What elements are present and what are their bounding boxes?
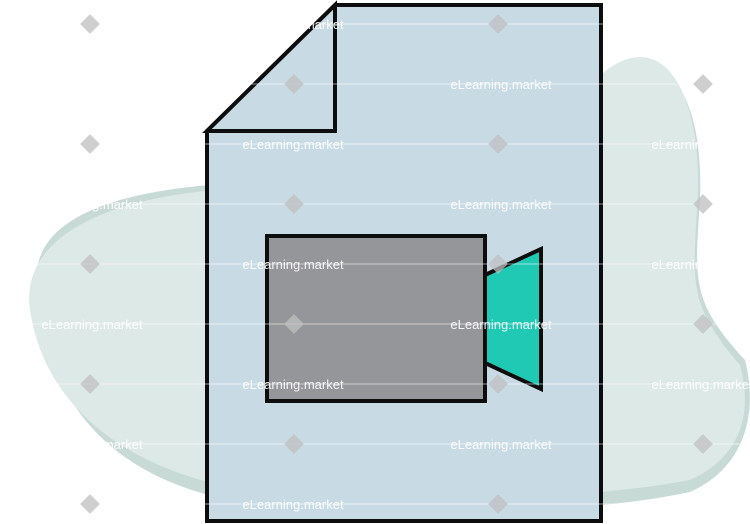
watermark-text: eLearning.market — [651, 497, 750, 512]
watermark-text: eLearning.market — [450, 317, 552, 332]
watermark-text: eLearning.market — [651, 137, 750, 152]
watermark-diamond-icon — [284, 194, 304, 214]
watermark-diamond-icon — [693, 314, 713, 334]
watermark-diamond-icon — [284, 314, 304, 334]
watermark-diamond-icon — [80, 134, 100, 154]
watermark-diamond-icon — [488, 254, 508, 274]
watermark-text: eLearning.market — [450, 437, 552, 452]
document-folded-corner — [202, 0, 337, 133]
watermark-diamond-icon — [693, 74, 713, 94]
watermark-text: eLearning.market — [651, 17, 750, 32]
watermark-text: eLearning.market — [651, 257, 750, 272]
watermark-text: eLearning.market — [450, 77, 552, 92]
watermark-diamond-icon — [488, 14, 508, 34]
watermark-diamond-icon — [284, 434, 304, 454]
watermark-text: eLearning.market — [242, 137, 344, 152]
watermark-diamond-icon — [80, 494, 100, 514]
camera-lens — [483, 245, 543, 393]
watermark-diamond-icon — [80, 374, 100, 394]
watermark-text: eLearning.market — [41, 197, 143, 212]
watermark-text: eLearning.market — [242, 377, 344, 392]
watermark-diamond-icon — [488, 374, 508, 394]
watermark-text: eLearning.market — [242, 257, 344, 272]
watermark-diamond-icon — [80, 14, 100, 34]
watermark-text: eLearning.market — [41, 317, 143, 332]
watermark-text: eLearning.market — [651, 377, 750, 392]
watermark-overlay: eLearning.market eLearning.market eLearnin… — [0, 14, 750, 514]
watermark-diamond-icon — [284, 74, 304, 94]
watermark-diamond-icon — [80, 254, 100, 274]
watermark-text: eLearning.market — [41, 77, 143, 92]
watermark-text: eLearning.market — [450, 197, 552, 212]
watermark-diamond-icon — [488, 494, 508, 514]
watermark-text: eLearning.market — [41, 437, 143, 452]
watermark-diamond-icon — [693, 434, 713, 454]
watermark-text: eLearning.market — [242, 17, 344, 32]
watermark-text: eLearning.market — [242, 497, 344, 512]
watermark-diamond-icon — [488, 134, 508, 154]
